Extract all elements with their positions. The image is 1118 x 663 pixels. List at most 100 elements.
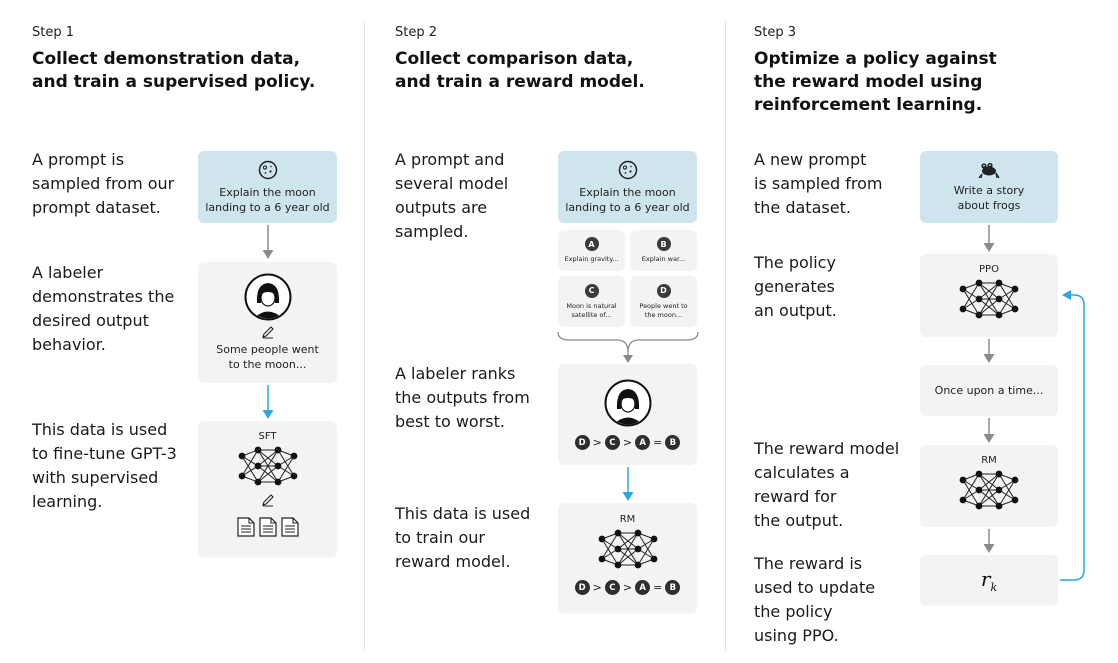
desc-line: best to worst. bbox=[395, 412, 505, 431]
desc-line: generates bbox=[754, 277, 835, 296]
output-card-a: A Explain gravity... bbox=[558, 230, 625, 271]
network-node bbox=[650, 535, 657, 543]
step-label: Step 3 bbox=[754, 25, 797, 40]
neural-network-icon bbox=[959, 279, 1019, 319]
desc-line: This data is used bbox=[32, 420, 168, 439]
reward-value: rk bbox=[981, 567, 997, 594]
desc-line: the dataset. bbox=[754, 198, 851, 217]
network-node bbox=[995, 502, 1003, 510]
output-badge: D bbox=[656, 283, 671, 298]
step-description: A labeler ranks the outputs from best to… bbox=[395, 362, 530, 434]
output-badge: A bbox=[584, 237, 599, 251]
network-edge bbox=[617, 532, 638, 550]
model-label: RM bbox=[619, 514, 636, 525]
desc-line: A prompt is bbox=[32, 150, 125, 169]
grouping-bracket bbox=[557, 331, 699, 363]
desc-line: to train our bbox=[395, 528, 485, 547]
network-edge bbox=[978, 282, 1000, 316]
step-description: The reward model calculates a reward for… bbox=[754, 437, 899, 533]
document-icon bbox=[236, 517, 255, 537]
reward-symbol: r bbox=[980, 567, 991, 591]
network-edge bbox=[998, 473, 1016, 501]
network-node bbox=[614, 545, 621, 553]
desc-line: The policy bbox=[754, 253, 836, 272]
output-card-b: B Explain war... bbox=[630, 230, 697, 271]
network-edge bbox=[998, 282, 1016, 310]
title-line: Collect comparison data, bbox=[395, 49, 634, 69]
network-node bbox=[975, 279, 983, 287]
reward-box: rk bbox=[920, 555, 1058, 606]
document-stack bbox=[236, 517, 299, 537]
output-line: to the moon... bbox=[228, 358, 307, 371]
desc-line: A labeler ranks bbox=[395, 364, 516, 383]
step-title: Optimize a policy against the reward mod… bbox=[754, 48, 997, 117]
network-node bbox=[274, 478, 281, 486]
desc-line: outputs are bbox=[395, 198, 488, 217]
training-arrow bbox=[262, 385, 274, 419]
output-text: Moon is natural satellite of... bbox=[566, 302, 616, 320]
step-description: A prompt is sampled from our prompt data… bbox=[32, 148, 174, 220]
rank-operator: > bbox=[592, 581, 602, 594]
desc-line: sampled from our bbox=[32, 174, 175, 193]
pencil-icon bbox=[261, 494, 274, 507]
network-node bbox=[254, 462, 261, 470]
network-node bbox=[995, 311, 1003, 319]
output-card-d: D People went to the moon... bbox=[630, 276, 697, 327]
model-label: RM bbox=[981, 455, 997, 466]
step-description: This data is used to fine-tune GPT-3 wit… bbox=[32, 418, 177, 514]
network-node bbox=[959, 476, 967, 484]
network-edge bbox=[277, 449, 294, 477]
network-edge bbox=[617, 532, 638, 566]
neural-network-icon bbox=[959, 470, 1019, 510]
pencil-icon bbox=[261, 326, 274, 339]
step-description: This data is used to train our reward mo… bbox=[395, 502, 530, 574]
desc-line: reward model. bbox=[395, 552, 511, 571]
output-line: Explain gravity... bbox=[564, 255, 619, 263]
flow-arrow bbox=[983, 418, 995, 443]
rank-badge: B bbox=[665, 580, 681, 595]
prompt-text: Explain the moon landing to a 6 year old bbox=[565, 185, 689, 215]
network-edge bbox=[257, 465, 278, 483]
network-node bbox=[254, 446, 261, 454]
prompt-line: landing to a 6 year old bbox=[565, 201, 690, 214]
network-edge bbox=[978, 298, 1000, 316]
network-node bbox=[650, 555, 657, 563]
output-line: satellite of... bbox=[571, 310, 612, 319]
rank-badge: D bbox=[574, 435, 590, 450]
network-edge bbox=[277, 455, 294, 483]
desc-line: with supervised bbox=[32, 468, 159, 487]
neural-network-icon bbox=[238, 446, 297, 486]
training-arrow bbox=[622, 467, 634, 501]
step-description: A prompt and several model outputs are s… bbox=[395, 148, 508, 244]
desc-line: The reward is bbox=[754, 554, 863, 573]
output-line: Some people went bbox=[216, 343, 319, 356]
output-line: Moon is natural bbox=[566, 301, 617, 310]
network-edge bbox=[601, 538, 618, 566]
desc-line: the outputs from bbox=[395, 388, 530, 407]
desc-line: to fine-tune GPT-3 bbox=[32, 444, 177, 463]
network-node bbox=[274, 462, 281, 470]
output-text: Once upon a time... bbox=[934, 384, 1044, 397]
network-node bbox=[1011, 496, 1019, 504]
network-node bbox=[614, 561, 621, 569]
output-line: People went to bbox=[639, 301, 688, 310]
desc-line: using PPO. bbox=[754, 626, 839, 645]
network-edge bbox=[601, 532, 618, 560]
network-node bbox=[614, 529, 621, 537]
prompt-box: Explain the moon landing to a 6 year old bbox=[558, 151, 697, 223]
desc-line: prompt dataset. bbox=[32, 198, 161, 217]
rank-operator: = bbox=[653, 581, 663, 594]
network-edge bbox=[257, 449, 278, 483]
prompt-line: landing to a 6 year old bbox=[205, 201, 330, 214]
rank-badge: C bbox=[604, 580, 620, 595]
model-label: SFT bbox=[258, 431, 277, 442]
network-edge bbox=[241, 455, 258, 483]
network-node bbox=[254, 478, 261, 486]
reward-subscript: k bbox=[990, 581, 998, 594]
network-node bbox=[959, 496, 967, 504]
network-edge bbox=[637, 538, 654, 566]
title-line: the reward model using bbox=[754, 72, 983, 92]
output-line: Explain war... bbox=[641, 255, 686, 263]
rank-badge: D bbox=[574, 580, 590, 595]
prompt-line: Explain the moon bbox=[219, 186, 316, 199]
